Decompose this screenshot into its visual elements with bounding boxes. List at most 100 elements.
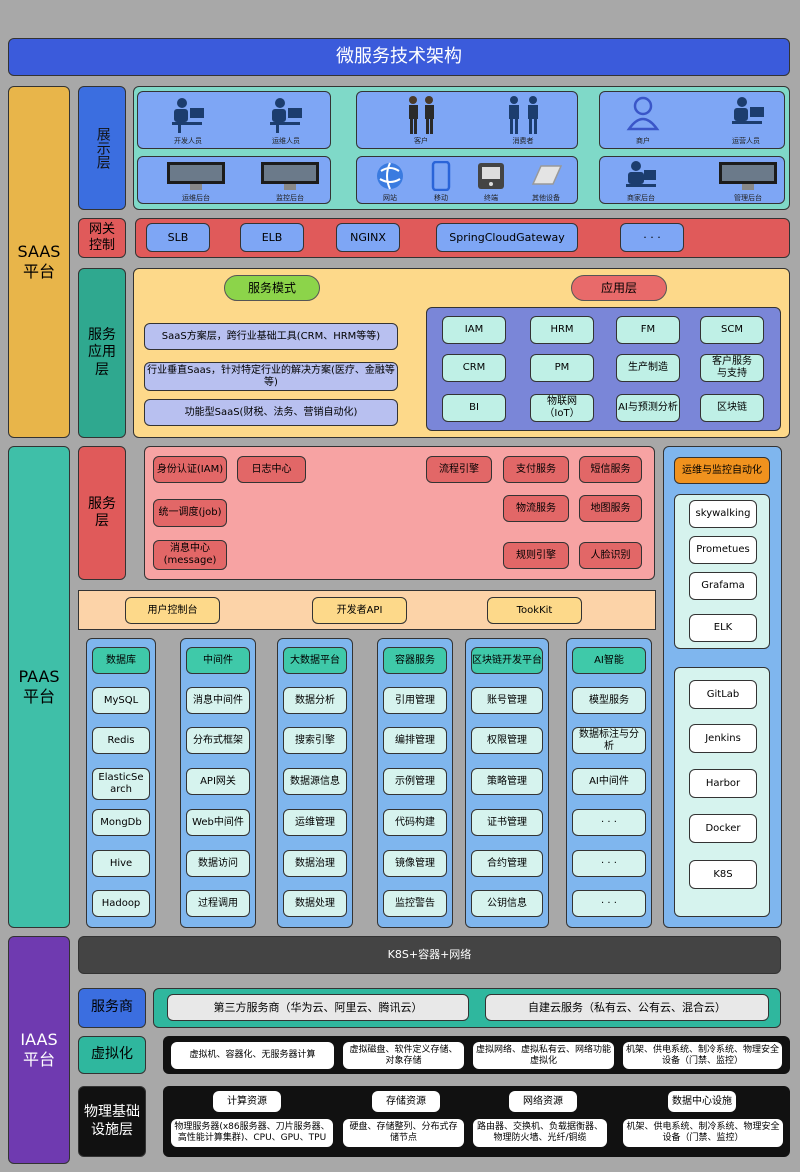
mobile-caption: 移动	[434, 194, 448, 202]
app-item: FM	[616, 316, 680, 344]
saas-label: SAAS 平台	[17, 242, 61, 281]
column-head: 数据库	[92, 647, 150, 674]
physical-title: 计算资源	[213, 1091, 281, 1112]
column-cell: Hive	[92, 850, 150, 877]
column-cell: 过程调用	[186, 890, 250, 917]
column-cell: 策略管理	[471, 768, 543, 795]
column-cell: 编排管理	[383, 727, 447, 754]
app-item: 客户服务 与支持	[700, 354, 764, 382]
column-head: AI智能	[572, 647, 646, 674]
column-cell: Redis	[92, 727, 150, 754]
customer-caption: 客户	[414, 137, 428, 145]
svc-job: 统一调度(job)	[153, 499, 227, 527]
physical-desc: 路由器、交换机、负载据衡器、物理防火墙、光纤/铜缆	[473, 1119, 607, 1147]
terminal-caption: 终端	[484, 194, 498, 202]
operator-caption: 运维人员	[272, 137, 300, 145]
ops-console-caption: 运维后台	[182, 194, 210, 202]
virtual-layer-label: 虚拟化	[78, 1036, 146, 1074]
column-cell: ElasticSearch	[92, 768, 150, 800]
ops-staff-caption: 运营人员	[732, 137, 760, 145]
provider-third-party: 第三方服务商（华为云、阿里云、腾讯云）	[167, 994, 469, 1021]
other-device-icon	[531, 165, 563, 185]
column-cell: Web中间件	[186, 809, 250, 836]
svc-log: 日志中心	[237, 456, 306, 483]
column-cell: · · ·	[572, 890, 646, 917]
gateway-more: · · ·	[620, 223, 684, 252]
svc-sms: 短信服务	[579, 456, 642, 483]
column-cell: 分布式框架	[186, 727, 250, 754]
display-group-2: 客户 消费者	[356, 91, 578, 149]
column-cell: 消息中间件	[186, 687, 250, 714]
column-cell: 数据标注与分析	[572, 727, 646, 754]
gateway-springcloud: SpringCloudGateway	[436, 223, 578, 252]
display-group-5: 网站 移动 终端 其他设备	[356, 156, 578, 204]
iaas-platform: IAAS 平台	[8, 936, 70, 1164]
svc-flow: 流程引擎	[426, 456, 492, 483]
column-cell: MongDb	[92, 809, 150, 836]
gateway-nginx: NGINX	[336, 223, 400, 252]
monitor-console-caption: 监控后台	[276, 194, 304, 202]
column-cell: 监控警告	[383, 890, 447, 917]
app-item: PM	[530, 354, 594, 382]
terminal-icon	[478, 163, 504, 189]
column-cell: 代码构建	[383, 809, 447, 836]
ops-staff-icon	[732, 97, 764, 124]
devops-tool: K8S	[689, 860, 757, 889]
display-group-4: 运维后台 监控后台	[137, 156, 331, 204]
service-layer-label: 服务 层	[78, 446, 126, 580]
monitor-tool: ELK	[689, 614, 757, 642]
other-device-caption: 其他设备	[532, 194, 560, 202]
column-cell: API网关	[186, 768, 250, 795]
app-item: 物联网 （IoT）	[530, 394, 594, 422]
column-head: 区块链开发平台	[471, 647, 543, 674]
column-cell: 运维管理	[283, 809, 347, 836]
portal-toolkit: TookKit	[487, 597, 582, 624]
service-mode-title: 服务模式	[224, 275, 320, 301]
virtual-item: 虚拟机、容器化、无服务器计算	[171, 1042, 334, 1069]
operator-icon	[270, 98, 302, 133]
display-layer-label: 展示层	[78, 86, 126, 210]
column-cell: 账号管理	[471, 687, 543, 714]
ops-console-icon	[167, 162, 225, 190]
paas-label: PAAS 平台	[18, 667, 60, 706]
diagram-title: 微服务技术架构	[336, 45, 462, 67]
app-item: IAM	[442, 316, 506, 344]
column-cell: 权限管理	[471, 727, 543, 754]
physical-desc: 物理服务器(x86服务器、刀片服务器、高性能计算集群)、CPU、GPU、TPU	[171, 1119, 333, 1147]
consumer-icon	[509, 96, 538, 134]
column-cell: AI中间件	[572, 768, 646, 795]
app-item: 生产制造	[616, 354, 680, 382]
app-layer-title: 应用层	[571, 275, 667, 301]
portal-user-console: 用户控制台	[125, 597, 220, 624]
k8s-bar: K8S+容器+网络	[78, 936, 781, 974]
column-cell: 数据治理	[283, 850, 347, 877]
column-cell: · · ·	[572, 850, 646, 877]
admin-console-caption: 管理后台	[734, 194, 762, 202]
consumer-caption: 消费者	[512, 137, 534, 145]
saas-mode-3: 功能型SaaS(财税、法务、营销自动化)	[144, 399, 398, 426]
physical-layer-label: 物理基础 设施层	[78, 1086, 146, 1157]
devops-tool: Harbor	[689, 769, 757, 798]
monitor-console-icon	[261, 162, 319, 190]
title-bar: 微服务技术架构	[8, 38, 790, 76]
app-item: BI	[442, 394, 506, 422]
column-head: 中间件	[186, 647, 250, 674]
column-cell: 合约管理	[471, 850, 543, 877]
merchant-console-caption: 商家后台	[627, 194, 655, 202]
column-cell: 数据处理	[283, 890, 347, 917]
virtual-item: 机架、供电系统、制冷系统、物理安全设备（门禁、监控）	[623, 1042, 782, 1069]
app-item: AI与预测分析	[616, 394, 680, 422]
app-item: 区块链	[700, 394, 764, 422]
saas-platform: SAAS 平台	[8, 86, 70, 438]
merchant-caption: 商户	[636, 137, 650, 145]
developer-icon	[172, 98, 204, 133]
column-cell: 搜索引擎	[283, 727, 347, 754]
virtual-item: 虚拟磁盘、软件定义存储、对象存储	[343, 1042, 464, 1069]
monitor-tool: Grafama	[689, 572, 757, 600]
svc-pay: 支付服务	[503, 456, 569, 483]
gateway-slb: SLB	[146, 223, 210, 252]
column-cell: 数据分析	[283, 687, 347, 714]
physical-desc: 机架、供电系统、制冷系统、物理安全设备（门禁、监控）	[623, 1119, 783, 1147]
display-group-6: 商家后台 管理后台	[599, 156, 785, 204]
monitor-tool: Prometues	[689, 536, 757, 564]
